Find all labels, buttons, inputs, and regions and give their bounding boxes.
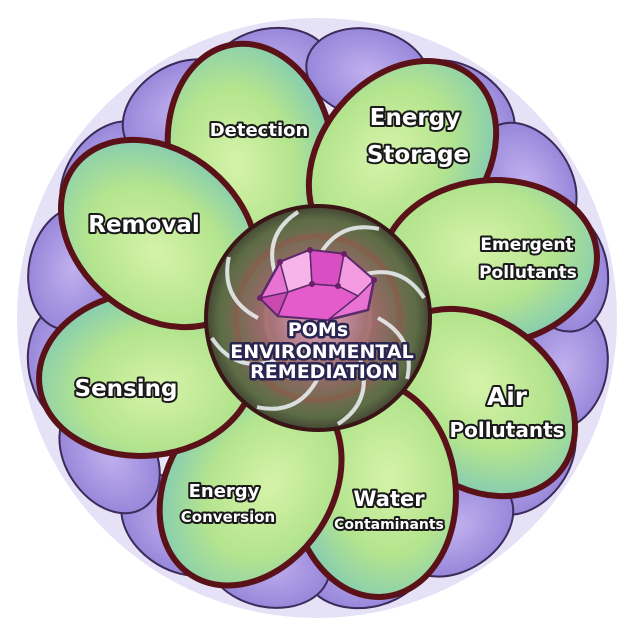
label-air-pollutants-line1: Air [487, 382, 528, 411]
label-energy-conversion-line2: Conversion [181, 508, 275, 526]
center-title-line3: REMEDIATION [250, 361, 398, 383]
center-title-line2: ENVIRONMENTAL [230, 341, 413, 363]
label-energy-storage-line2: Storage [367, 142, 469, 168]
label-emergent-pollutants-line2: Pollutants [479, 263, 577, 283]
label-water-contaminants-line1: Water [353, 487, 425, 511]
label-water-contaminants-line2: Contaminants [334, 517, 444, 533]
label-sensing: Sensing [75, 376, 178, 402]
label-emergent-pollutants-line1: Emergent [480, 235, 573, 255]
label-removal: Removal [88, 212, 199, 238]
label-energy-storage-line1: Energy [370, 105, 460, 131]
label-air-pollutants-line2: Pollutants [449, 418, 564, 442]
label-detection: Detection [210, 120, 309, 141]
center-title-line1: POMs [288, 319, 348, 341]
label-energy-conversion-line1: Energy [189, 481, 260, 502]
